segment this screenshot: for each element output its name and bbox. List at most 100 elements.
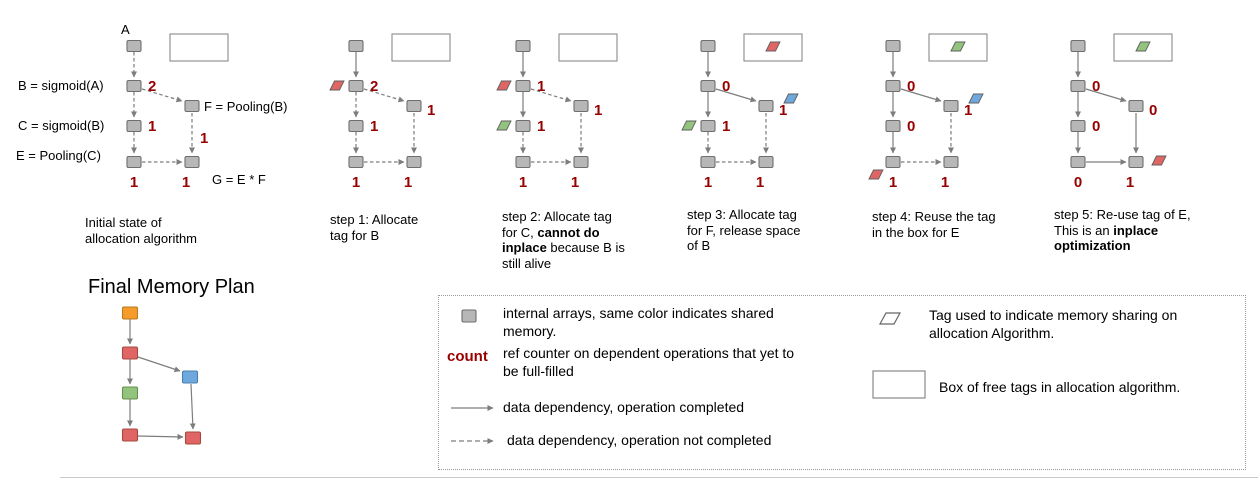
label-node-c: C = sigmoid(B) [18,118,105,133]
node-C [126,119,142,133]
bottom-rule [60,477,1258,478]
ref-count-B: 0 [722,78,730,95]
ref-count-G: 1 [182,174,190,191]
tag-G [1151,155,1167,166]
edge-BF [715,88,757,103]
label-node-g: G = E * F [212,172,266,187]
final-plan-graph [121,306,202,445]
ref-count-F: 1 [594,102,602,119]
final-node-E [121,428,139,442]
ref-count-B: 1 [537,78,545,95]
free-tag-box [558,33,618,62]
final-node-G [184,431,202,445]
dashed-arrow-icon [451,438,494,444]
free-tag-box [928,33,988,62]
node-A [348,39,364,53]
node-E [348,155,364,169]
node-B [700,79,716,93]
legend-free-box-desc: Box of free tags in allocation algorithm… [939,379,1181,395]
node-A [126,39,142,53]
edge-BF [141,88,183,103]
ref-count-B: 0 [1092,78,1100,95]
node-B [515,79,531,93]
ref-count-G: 1 [571,174,579,191]
ref-count-B: 0 [907,78,915,95]
tag-F [968,93,984,104]
node-F [1128,99,1144,113]
final-plan-edge [137,356,181,373]
step-graph-2: 1 1 1 1 1 [496,33,618,191]
final-node-B [121,346,139,360]
caption-0: Initial state of allocation algorithm [85,215,198,246]
ref-count-C: 1 [537,118,545,135]
tag-C [681,120,697,131]
node-B [1070,79,1086,93]
node-C [1070,119,1086,133]
boxed-tag-green [950,41,966,52]
free-tag-box [169,33,229,62]
boxed-tag-green [1135,41,1151,52]
ref-count-G: 1 [941,174,949,191]
ref-count-E: 1 [704,174,712,191]
node-C [348,119,364,133]
final-plan-title: Final Memory Plan [88,276,255,298]
legend-count-desc: ref counter on dependent operations that… [503,345,795,380]
tag-E [868,169,884,180]
ref-count-E: 1 [352,174,360,191]
node-G [943,155,959,169]
tag-C [496,120,512,131]
tag-B [329,80,345,91]
legend-count-word: count [447,348,488,365]
legend-dashed-arrow-desc: data dependency, operation not completed [507,432,772,448]
ref-count-G: 1 [756,174,764,191]
caption-5: step 5: Re-use tag of E, This is an inpl… [1054,207,1191,254]
final-plan-edge [137,433,184,440]
legend-internal-arrays: internal arrays, same color indicates sh… [503,305,774,340]
legend-solid-arrow-desc: data dependency, operation completed [503,399,745,415]
node-E [700,155,716,169]
ref-count-C: 1 [370,118,378,135]
node-B [885,79,901,93]
tag-F [783,93,799,104]
ref-count-C: 0 [907,118,915,135]
node-F [758,99,774,113]
node-E [885,155,901,169]
label-node-f: F = Pooling(B) [204,99,288,114]
edge-BF [363,88,405,103]
node-G [573,155,589,169]
ref-count-E: 1 [519,174,527,191]
edge-BF [530,88,572,103]
node-E [126,155,142,169]
ref-count-C: 0 [1092,118,1100,135]
ref-count-B: 2 [370,78,378,95]
node-A [515,39,531,53]
ref-count-C: 1 [722,118,730,135]
node-A [700,39,716,53]
final-node-F [181,370,199,384]
final-node-C [121,386,139,400]
internal-array-icon [461,309,477,323]
edge-BF [900,88,942,103]
ref-count-C: 1 [148,118,156,135]
node-F [406,99,422,113]
caption-3: step 3: Allocate tag for F, release spac… [687,207,801,254]
final-node-A [121,306,139,320]
node-C [700,119,716,133]
free-box-icon [872,370,926,399]
ref-count-G: 1 [404,174,412,191]
node-B [348,79,364,93]
ref-count-E: 1 [889,174,897,191]
node-F [943,99,959,113]
node-G [184,155,200,169]
node-C [885,119,901,133]
node-F [573,99,589,113]
solid-arrow-icon [451,405,494,411]
node-A [1070,39,1086,53]
ref-count-G: 1 [1126,174,1134,191]
node-G [1128,155,1144,169]
free-tag-box [391,33,451,62]
node-F [184,99,200,113]
